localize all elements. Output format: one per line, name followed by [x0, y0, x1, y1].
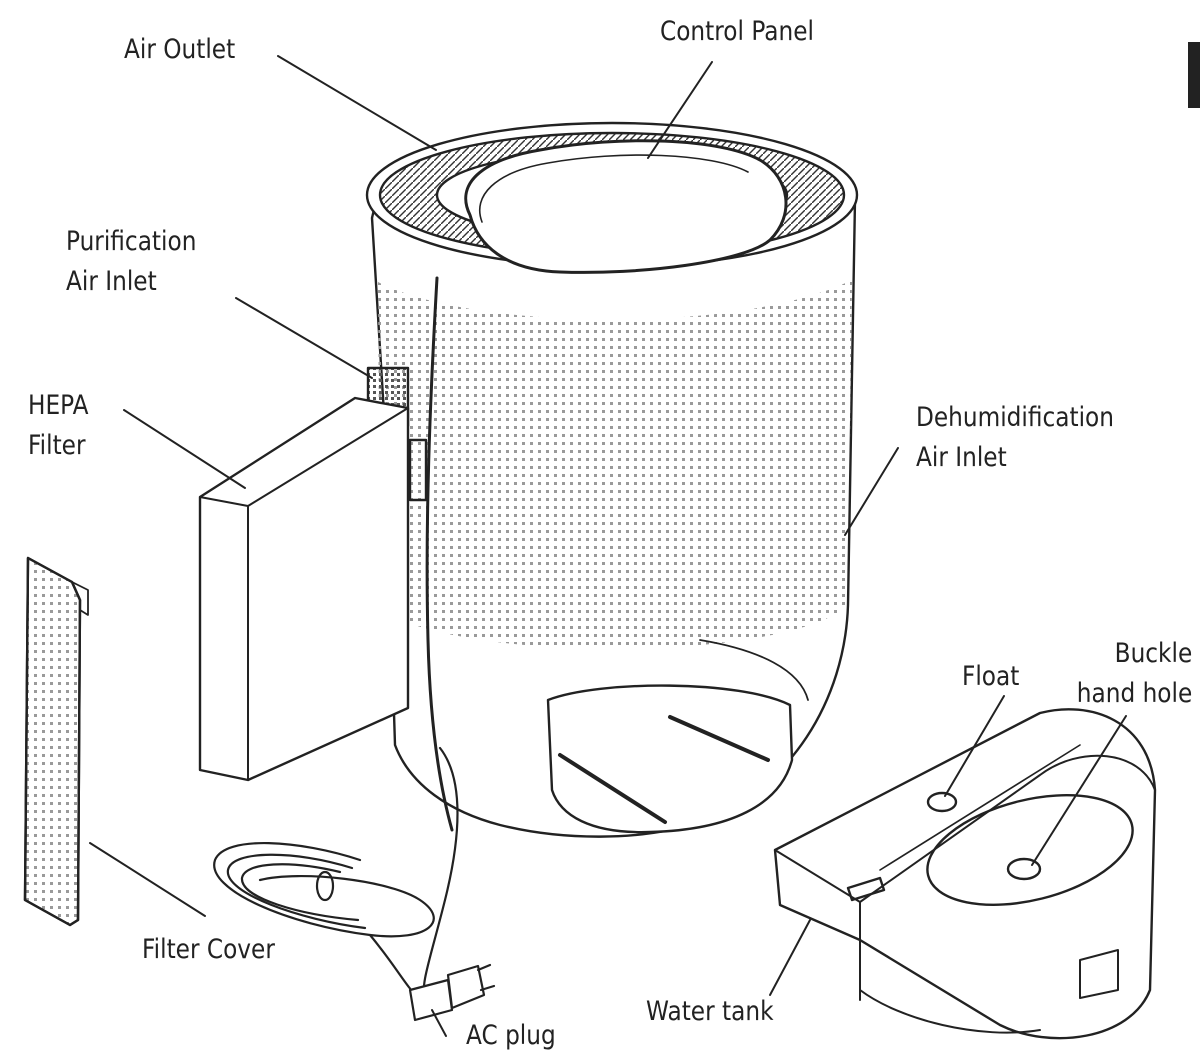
hepa-filter-block: [198, 396, 410, 782]
main-unit: [365, 121, 859, 838]
label-control-panel: Control Panel: [660, 16, 814, 47]
float-knob: [926, 791, 958, 813]
label-buckle-hand-hole: Buckle hand hole: [1076, 638, 1192, 709]
label-water-tank: Water tank: [646, 996, 774, 1027]
buckle-knob: [1006, 857, 1042, 881]
ac-plug-body: [408, 978, 454, 1022]
power-cord: [213, 746, 496, 1022]
label-air-outlet: Air Outlet: [124, 34, 236, 65]
page-tab-marker: [1188, 42, 1200, 108]
label-hepa-filter: HEPA Filter: [28, 390, 89, 461]
label-purification-air-inlet: Purification Air Inlet: [66, 226, 197, 297]
label-ac-plug: AC plug: [466, 1020, 556, 1051]
label-float: Float: [962, 661, 1020, 692]
perforated-band: [378, 280, 852, 649]
tank-bay-opening: [546, 684, 794, 834]
housing-seam: [425, 276, 454, 832]
control-panel-surface: [464, 139, 788, 274]
filter-cover-panel: [23, 556, 89, 927]
label-dehumidification-air-inlet: Dehumidification Air Inlet: [916, 402, 1114, 473]
label-filter-cover: Filter Cover: [142, 934, 275, 965]
water-tank: [773, 708, 1157, 1040]
buckle-hand-hole-recess: [926, 794, 1134, 906]
leader-lines: [89, 55, 1127, 1037]
